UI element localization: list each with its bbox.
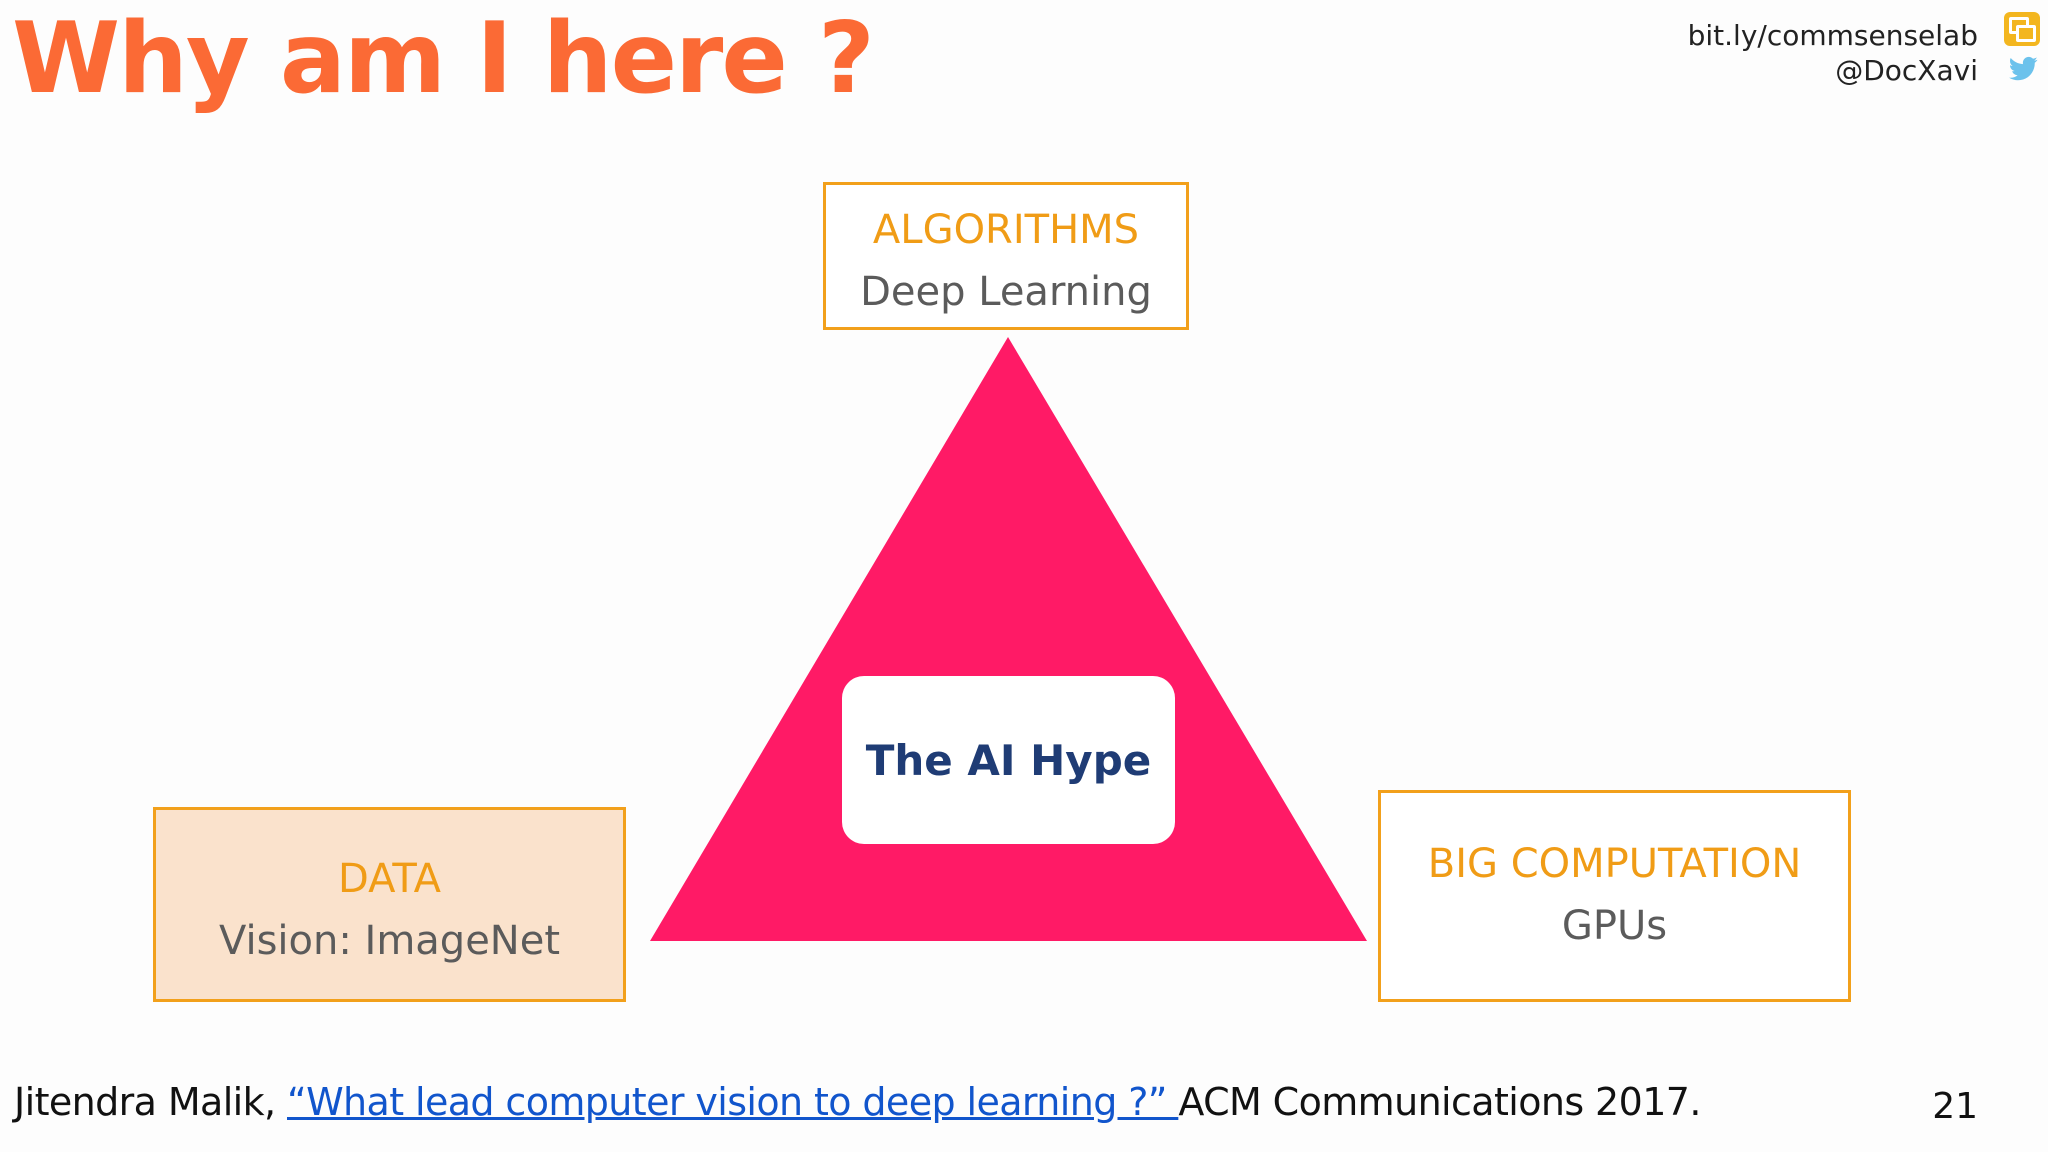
algorithms-box: ALGORITHMS Deep Learning bbox=[823, 182, 1189, 330]
twitter-handle[interactable]: @DocXavi bbox=[1835, 54, 1978, 87]
page-number: 21 bbox=[1932, 1086, 1978, 1127]
slide-title: Why am I here ? bbox=[12, 2, 875, 116]
citation-source: ACM Communications 2017. bbox=[1178, 1080, 1701, 1124]
social-info: bit.ly/commsenselab @DocXavi bbox=[1688, 18, 1978, 88]
data-heading: DATA bbox=[337, 856, 442, 902]
citation-author: Jitendra Malik, bbox=[14, 1080, 287, 1124]
data-box: DATA Vision: ImageNet bbox=[153, 807, 626, 1002]
big-computation-box: BIG COMPUTATION GPUs bbox=[1378, 790, 1851, 1002]
algorithms-detail: Deep Learning bbox=[860, 269, 1152, 315]
computation-detail: GPUs bbox=[1561, 903, 1668, 949]
commsenselab-link[interactable]: bit.ly/commsenselab bbox=[1687, 19, 1978, 52]
computation-heading: BIG COMPUTATION bbox=[1427, 841, 1802, 887]
citation: Jitendra Malik, “What lead computer visi… bbox=[14, 1080, 1701, 1124]
ai-hype-label: The AI Hype bbox=[842, 676, 1175, 844]
twitter-bird-icon[interactable] bbox=[2006, 54, 2040, 84]
google-slides-icon[interactable] bbox=[2004, 12, 2040, 46]
data-detail: Vision: ImageNet bbox=[218, 918, 561, 964]
citation-link[interactable]: “What lead computer vision to deep learn… bbox=[287, 1080, 1179, 1124]
algorithms-heading: ALGORITHMS bbox=[872, 207, 1140, 253]
